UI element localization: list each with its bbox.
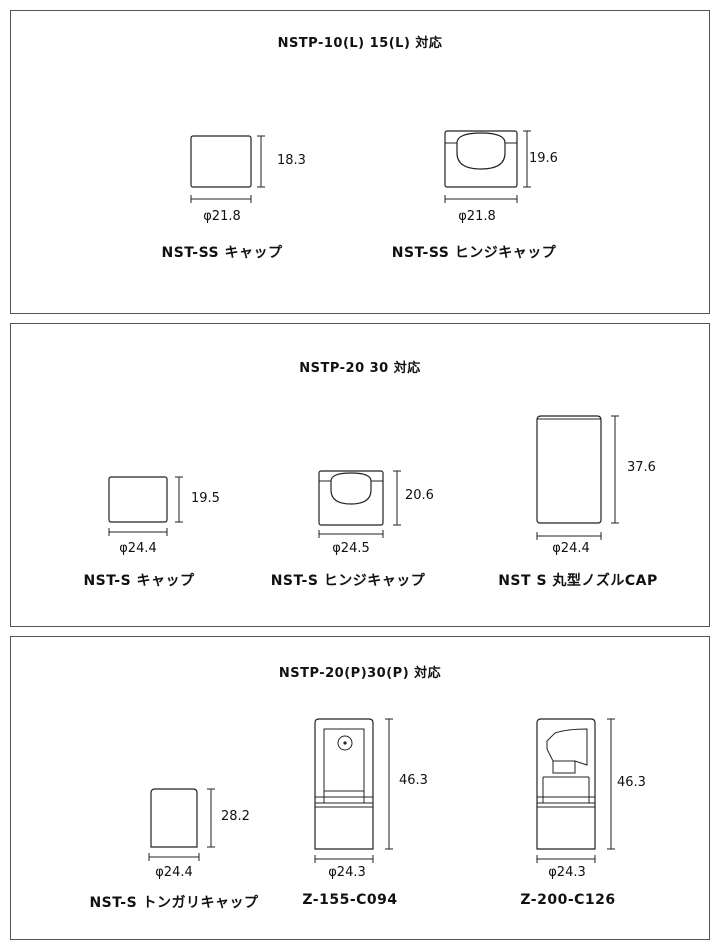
panel-title: NSTP-20 30 対応	[299, 361, 421, 376]
panel-2: NSTP-20 30 対応 19.5 φ24.4 NST-S キャップ 20.6…	[10, 323, 710, 627]
product-label: NST-SS ヒンジキャップ	[391, 245, 557, 261]
height-dimension: 19.6	[529, 151, 558, 166]
pump-drawing	[536, 718, 615, 863]
diameter-dimension: φ24.4	[155, 865, 193, 880]
panel-title: NSTP-10(L) 15(L) 対応	[277, 36, 443, 51]
pump-drawing	[314, 718, 393, 863]
product-label: NST-SS キャップ	[161, 245, 283, 261]
height-dimension: 46.3	[617, 775, 646, 790]
diameter-dimension: φ21.8	[458, 209, 496, 224]
cap-drawing	[108, 476, 183, 536]
diameter-dimension: φ24.4	[119, 541, 157, 556]
height-dimension: 37.6	[627, 460, 656, 475]
panel-1: NSTP-10(L) 15(L) 対応 18.3 φ21.8 NST-SS キャ…	[10, 10, 710, 314]
product-label: NST-S キャップ	[83, 573, 195, 589]
product-label: NST-S ヒンジキャップ	[270, 573, 426, 589]
cap-drawing	[190, 135, 265, 203]
panel-3: NSTP-20(P)30(P) 対応 28.2 φ24.4 NST-S トンガリ…	[10, 636, 710, 940]
diameter-dimension: φ24.3	[328, 865, 366, 880]
diameter-dimension: φ24.3	[548, 865, 586, 880]
product-label: NST-S トンガリキャップ	[89, 895, 259, 911]
product-label: NST S 丸型ノズルCAP	[498, 573, 658, 589]
diameter-dimension: φ21.8	[203, 209, 241, 224]
nozzle-cap-drawing	[536, 415, 619, 540]
diameter-dimension: φ24.5	[332, 541, 370, 556]
height-dimension: 46.3	[399, 773, 428, 788]
height-dimension: 20.6	[405, 488, 434, 503]
panel-title: NSTP-20(P)30(P) 対応	[278, 666, 442, 681]
pointed-cap-drawing	[148, 788, 215, 861]
height-dimension: 18.3	[277, 153, 306, 168]
height-dimension: 28.2	[221, 809, 250, 824]
product-label: Z-200-C126	[520, 892, 616, 908]
hinge-cap-drawing	[444, 130, 531, 203]
product-label: Z-155-C094	[302, 892, 398, 908]
hinge-cap-drawing	[318, 470, 401, 538]
height-dimension: 19.5	[191, 491, 220, 506]
diameter-dimension: φ24.4	[552, 541, 590, 556]
